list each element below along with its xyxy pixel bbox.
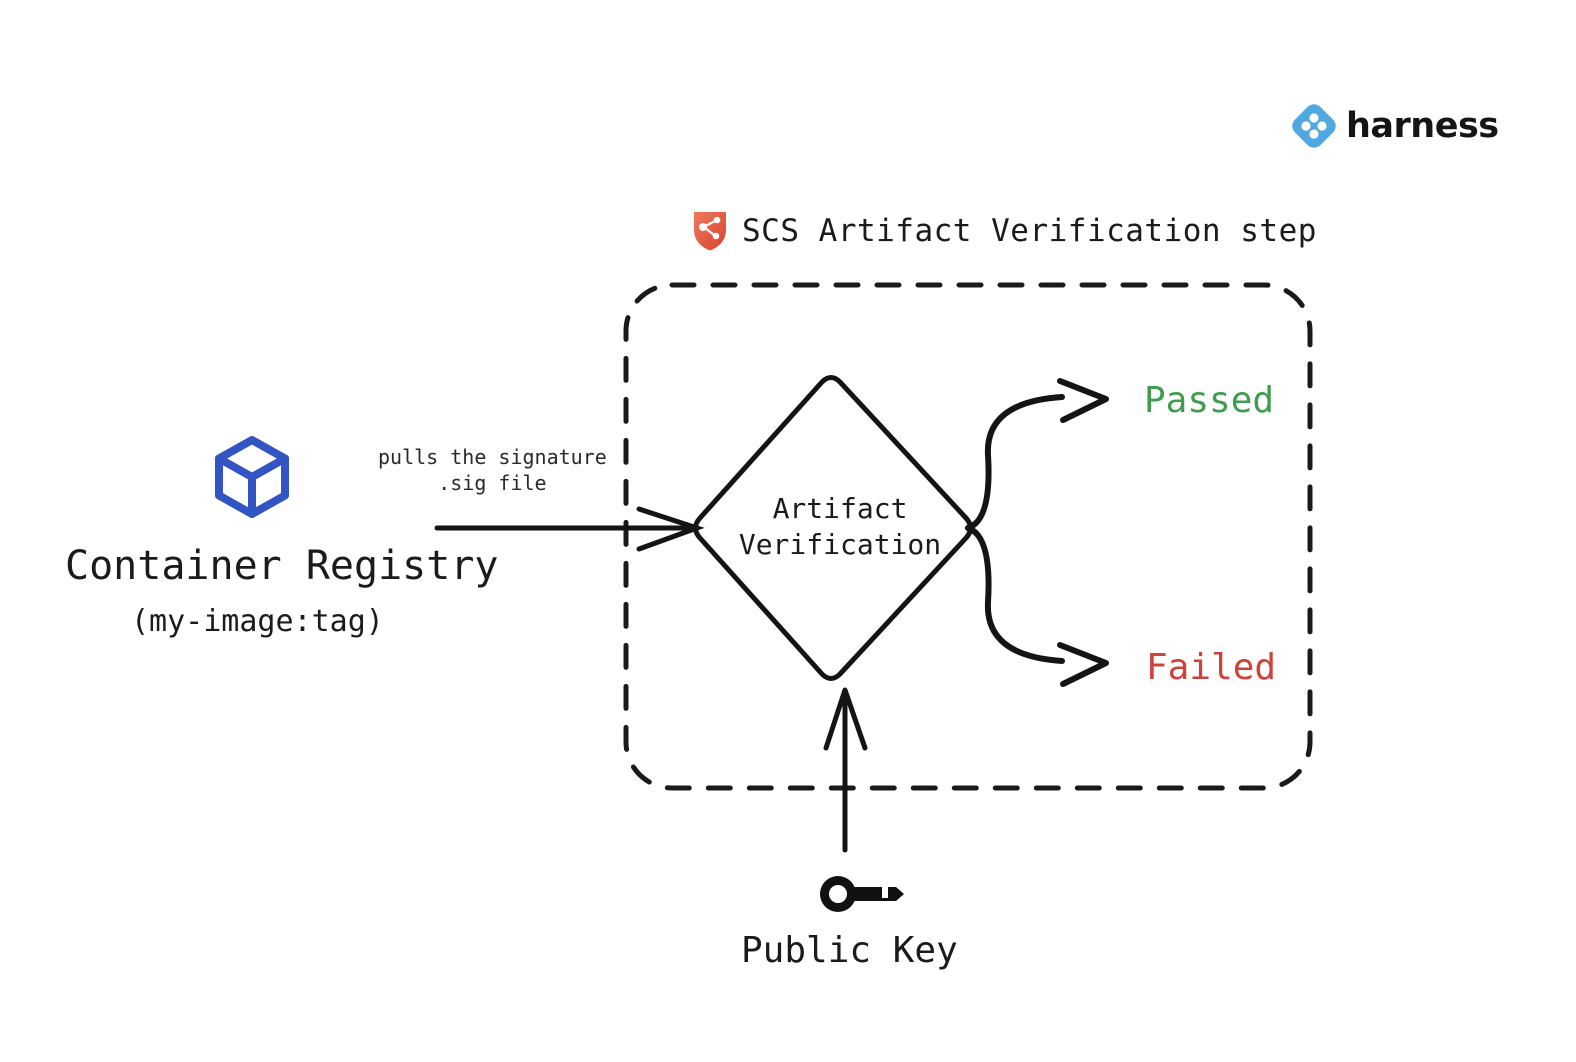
artifact-verification-line-2: Verification xyxy=(738,527,942,561)
step-title-text: SCS Artifact Verification step xyxy=(742,212,1317,249)
arrow-verification-to-failed xyxy=(965,525,1109,687)
arrow-verification-to-passed xyxy=(965,378,1109,531)
artifact-verification-label: Artifact Verification xyxy=(706,491,974,563)
key-icon xyxy=(820,876,904,912)
artifact-verification-line-1: Artifact xyxy=(772,492,908,525)
scs-step-container xyxy=(623,282,1313,791)
edge-note-line-2: .sig file xyxy=(438,471,547,495)
edge-note-registry-to-verification: pulls the signature .sig file xyxy=(378,444,607,496)
outcome-failed-label: Failed xyxy=(1146,647,1277,688)
harness-diamond-logo-icon xyxy=(1292,104,1336,148)
step-title-group: SCS Artifact Verification step xyxy=(692,210,1317,252)
harness-brand: harness xyxy=(1292,104,1499,148)
container-cube-icon xyxy=(215,436,289,518)
container-registry-subtitle: (my-image:tag) xyxy=(131,604,384,639)
arrow-registry-to-verification xyxy=(434,506,705,552)
edge-note-line-1: pulls the signature xyxy=(378,445,607,469)
arrow-publickey-to-verification xyxy=(823,687,868,853)
scs-shield-icon xyxy=(694,212,726,251)
public-key-label: Public Key xyxy=(741,930,958,971)
container-registry-title: Container Registry xyxy=(65,543,499,589)
outcome-passed-label: Passed xyxy=(1144,380,1275,421)
harness-brand-name: harness xyxy=(1346,105,1499,146)
